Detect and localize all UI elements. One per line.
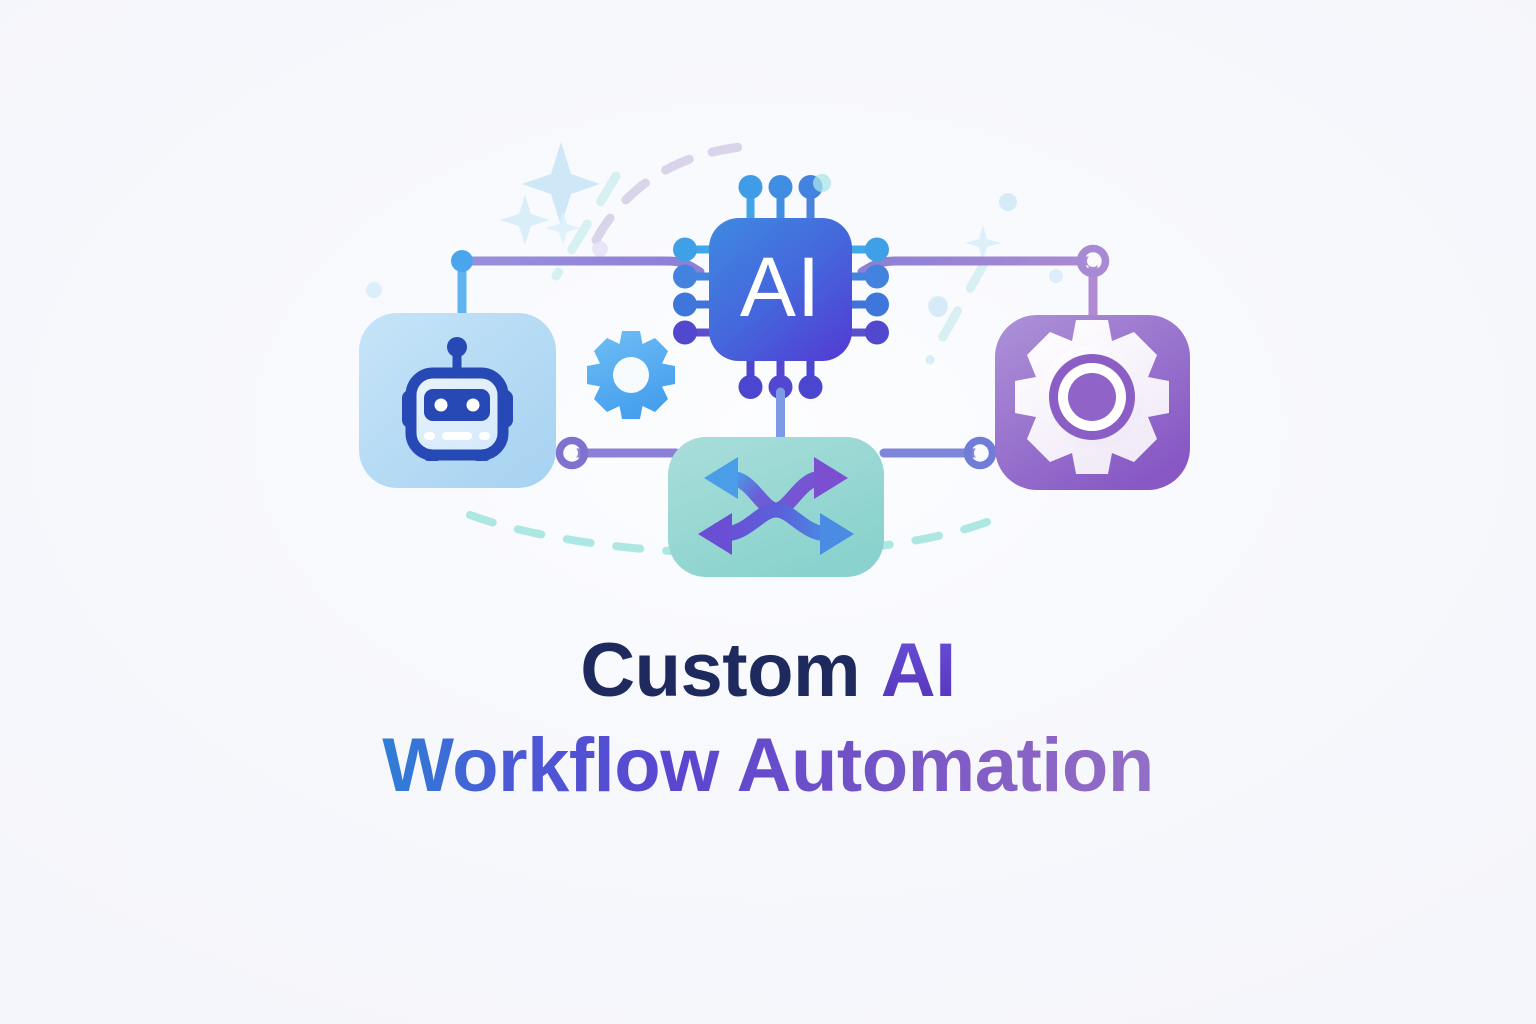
headline-word-ai: AI	[880, 628, 957, 713]
headline-block: Custom AI Workflow Automation	[0, 628, 1536, 810]
headline-line-2-text: Workflow Automation	[382, 722, 1154, 808]
connector-left-bottom	[555, 436, 681, 470]
workflow-diagram: AI	[359, 141, 1190, 577]
robot-icon	[402, 337, 513, 461]
decor-sparkle-small-1	[546, 211, 580, 245]
gear-icon	[1015, 320, 1169, 474]
decor-dashed-arc-top	[591, 141, 757, 245]
connector-right-bottom	[879, 436, 997, 470]
robot-assistant-card[interactable]	[359, 313, 556, 488]
headline-word-custom: Custom	[580, 628, 861, 713]
process-gear-icon	[587, 331, 675, 419]
ai-chip-label: AI	[740, 240, 821, 334]
decor-dots	[366, 193, 1063, 317]
decor-dashed-arc-bottom	[466, 508, 1014, 558]
decor-diagonal-dashes	[551, 171, 990, 365]
workflow-shuffle-card[interactable]	[668, 437, 884, 577]
decor-sparkle-medium	[500, 195, 550, 245]
chip-pins-top	[738, 174, 831, 244]
settings-gear-card[interactable]	[995, 315, 1190, 490]
ai-chip[interactable]: AI	[673, 174, 889, 399]
shuffle-arrows-icon	[698, 457, 854, 555]
chip-pins-bottom	[738, 340, 823, 399]
headline-line-2: Workflow Automation	[0, 721, 1536, 811]
decor-sparkle-large	[522, 142, 600, 226]
decor-sparkle-small-2	[965, 225, 1001, 261]
headline-line-1: Custom AI	[0, 628, 1536, 715]
